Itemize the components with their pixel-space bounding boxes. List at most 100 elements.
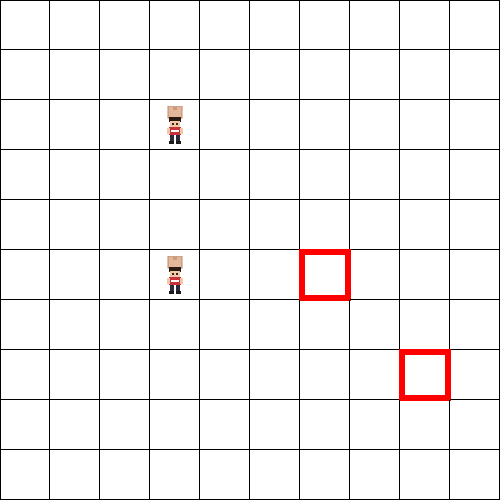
board-cell[interactable] [0,200,50,250]
board-cell[interactable] [200,100,250,150]
board-cell[interactable] [250,0,300,50]
board-cell[interactable] [250,200,300,250]
board-cell[interactable] [200,250,250,300]
board-cell[interactable] [250,350,300,400]
board-cell[interactable] [0,0,50,50]
board-cell[interactable] [200,350,250,400]
board-cell[interactable] [0,50,50,100]
board-cell[interactable] [400,100,450,150]
board-cell[interactable] [100,350,150,400]
board-cell[interactable] [50,250,100,300]
board-cell[interactable] [0,150,50,200]
board-cell[interactable] [50,50,100,100]
board-cell[interactable] [200,300,250,350]
board-cell[interactable] [200,400,250,450]
board-cell[interactable] [200,450,250,500]
board-cell[interactable] [200,200,250,250]
board-cell[interactable] [100,0,150,50]
board-cell[interactable] [450,150,500,200]
board-cell[interactable] [450,350,500,400]
board-cell[interactable] [250,400,300,450]
board-cell[interactable] [450,200,500,250]
board-cell[interactable] [100,250,150,300]
board-cell[interactable] [400,0,450,50]
board-cell[interactable] [350,150,400,200]
board-cell[interactable] [350,350,400,400]
board-cell[interactable] [300,0,350,50]
board-cell[interactable] [0,400,50,450]
board-cell[interactable] [350,100,400,150]
board-cell[interactable] [300,150,350,200]
board-cell[interactable] [250,250,300,300]
board-cell[interactable] [450,50,500,100]
board-cell[interactable] [100,300,150,350]
board-cell[interactable] [250,300,300,350]
board-cell[interactable] [150,50,200,100]
board-cell[interactable] [300,200,350,250]
board-cell[interactable] [300,450,350,500]
board-cell[interactable] [0,450,50,500]
board-cell[interactable] [450,100,500,150]
board-cell[interactable] [0,100,50,150]
board-cell[interactable] [450,0,500,50]
board-cell[interactable] [50,0,100,50]
board-cell[interactable] [150,200,200,250]
board-cell[interactable] [0,350,50,400]
board-cell[interactable] [250,150,300,200]
board-cell[interactable] [100,450,150,500]
board-cell[interactable] [150,350,200,400]
board-cell[interactable] [400,300,450,350]
board-cell[interactable] [150,400,200,450]
board-cell[interactable] [300,100,350,150]
board-cell[interactable] [350,200,400,250]
board-cell[interactable] [300,300,350,350]
board-cell[interactable] [50,200,100,250]
board-cell[interactable] [200,50,250,100]
board-cell[interactable] [350,450,400,500]
board-cell[interactable] [450,450,500,500]
board-cell[interactable] [150,0,200,50]
board-cell[interactable] [50,400,100,450]
board-cell[interactable] [400,400,450,450]
board-cell[interactable] [150,250,200,300]
board-cell[interactable] [200,150,250,200]
board-cell[interactable] [50,450,100,500]
board-cell[interactable] [0,300,50,350]
board-cell[interactable] [350,0,400,50]
board-cell[interactable] [300,400,350,450]
board-cell[interactable] [299,249,351,301]
board-cell[interactable] [450,300,500,350]
board-cell[interactable] [300,50,350,100]
board-cell[interactable] [400,150,450,200]
board-cell[interactable] [350,400,400,450]
board-cell[interactable] [100,200,150,250]
board-cell[interactable] [400,250,450,300]
board-cell[interactable] [400,200,450,250]
board-cell[interactable] [100,100,150,150]
board-cell[interactable] [100,400,150,450]
board-cell[interactable] [250,100,300,150]
board-cell[interactable] [150,300,200,350]
board-cell[interactable] [400,450,450,500]
board-cell[interactable] [400,50,450,100]
board-cell[interactable] [250,450,300,500]
board-cell[interactable] [399,349,451,401]
board-cell[interactable] [150,150,200,200]
board-cell[interactable] [150,450,200,500]
board-cell[interactable] [350,300,400,350]
board-cell[interactable] [300,350,350,400]
board-cell[interactable] [450,400,500,450]
board-cell[interactable] [250,50,300,100]
board-cell[interactable] [450,250,500,300]
board-cell[interactable] [150,100,200,150]
board-cell[interactable] [350,50,400,100]
board-cell[interactable] [50,100,100,150]
board-cell[interactable] [50,300,100,350]
board-cell[interactable] [50,350,100,400]
board-cell[interactable] [200,0,250,50]
board-cell[interactable] [0,250,50,300]
board-cell[interactable] [100,50,150,100]
board-cell[interactable] [100,150,150,200]
board-cell[interactable] [350,250,400,300]
board-cell[interactable] [50,150,100,200]
